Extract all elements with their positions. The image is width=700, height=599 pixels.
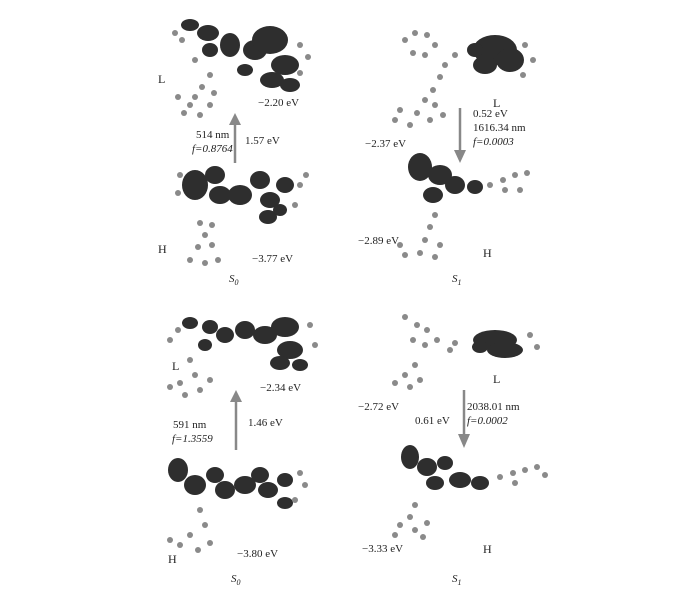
oscillator-strength: f=0.0002 xyxy=(467,415,508,427)
up-arrow-icon xyxy=(230,390,242,450)
homo-label: H xyxy=(483,542,492,556)
homo-energy: −3.77 eV xyxy=(252,253,294,265)
lumo-label: L xyxy=(493,96,501,110)
panel-bottom-left: L −2.34 eV 591 nm f=1.3559 1.46 eV H −3.… xyxy=(150,305,380,590)
homo-energy: −3.33 eV xyxy=(362,543,404,555)
wavelength: 591 nm xyxy=(173,419,207,431)
lumo-energy: −2.37 eV xyxy=(365,138,407,150)
panel-top-right: L −2.37 eV 0.52 eV 1616.34 nm f=0.0003 −… xyxy=(355,5,585,290)
lumo-energy: −2.72 eV xyxy=(358,401,400,413)
homo-label: H xyxy=(168,552,177,566)
lumo-label: L xyxy=(158,72,166,86)
lumo-label: L xyxy=(172,359,180,373)
orbital-lumo-image xyxy=(392,314,548,540)
lumo-energy: −2.20 eV xyxy=(258,97,300,109)
wavelength: 2038.01 nm xyxy=(467,401,520,413)
state-label: S1 xyxy=(452,273,462,288)
orbital-lumo-image xyxy=(392,30,536,260)
lumo-energy: −2.34 eV xyxy=(260,382,302,394)
homo-energy: −2.89 eV xyxy=(358,235,400,247)
transition-energy: 1.57 eV xyxy=(245,135,280,147)
transition-energy: 0.52 eV xyxy=(473,108,508,120)
transition-energy: 0.61 eV xyxy=(415,415,450,427)
down-arrow-icon xyxy=(454,108,466,163)
homo-label: H xyxy=(483,246,492,260)
up-arrow-icon xyxy=(229,113,241,163)
down-arrow-icon xyxy=(458,390,470,448)
orbital-lumo-image xyxy=(167,317,318,553)
oscillator-strength: f=0.8764 xyxy=(192,143,233,155)
lumo-label: L xyxy=(493,372,501,386)
state-label: S0 xyxy=(229,273,239,288)
transition-energy: 1.46 eV xyxy=(248,417,283,429)
panel-top-left: L −2.20 eV 514 nm f=0.8764 1.57 eV H −3.… xyxy=(150,5,380,290)
state-label: S0 xyxy=(231,573,241,588)
homo-label: H xyxy=(158,242,167,256)
panel-bottom-right: L −2.72 eV 0.61 eV 2038.01 nm f=0.0002 −… xyxy=(355,305,585,590)
state-label: S1 xyxy=(452,573,462,588)
wavelength: 514 nm xyxy=(196,129,230,141)
oscillator-strength: f=1.3559 xyxy=(172,433,213,445)
homo-energy: −3.80 eV xyxy=(237,548,279,560)
wavelength: 1616.34 nm xyxy=(473,122,526,134)
oscillator-strength: f=0.0003 xyxy=(473,136,514,148)
orbital-lumo-image xyxy=(172,19,311,266)
